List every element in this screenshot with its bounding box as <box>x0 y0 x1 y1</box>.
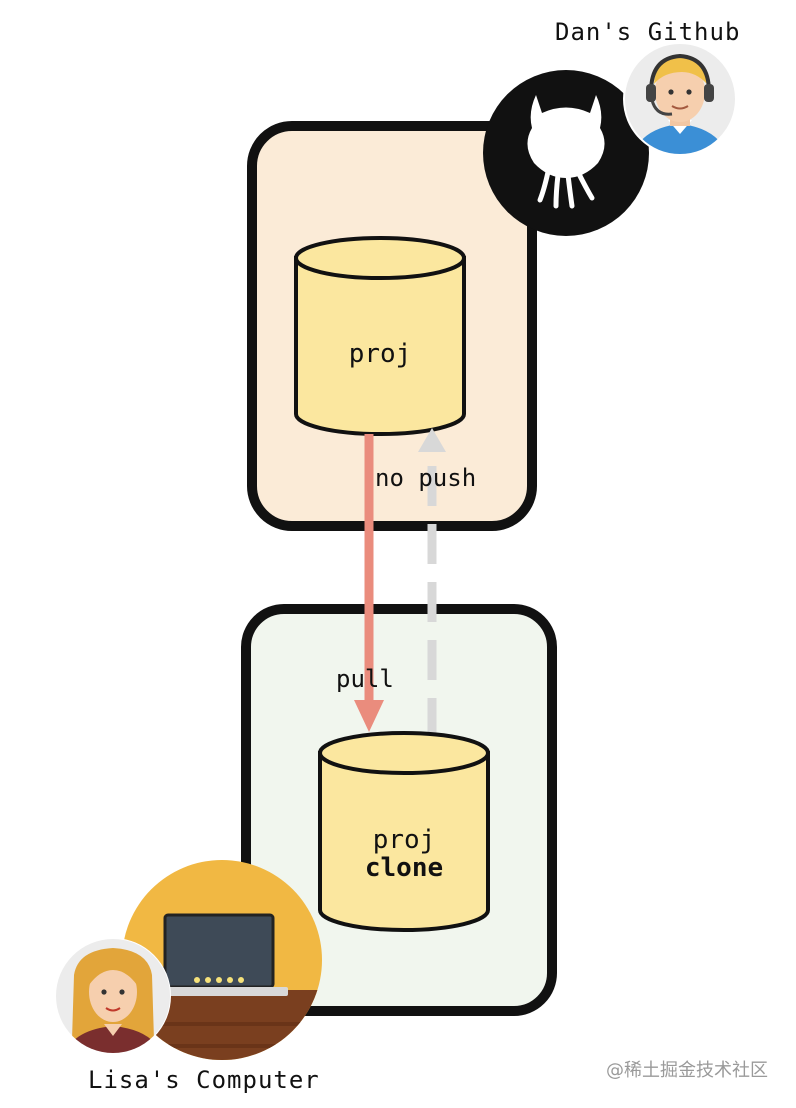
local-repo-sublabel: clone <box>365 853 443 883</box>
push-arrow <box>418 428 446 738</box>
remote-repo-label: proj <box>349 339 412 369</box>
pull-arrow <box>354 434 384 732</box>
dan-avatar <box>623 42 737 156</box>
push-label: no push <box>375 464 476 492</box>
watermark: @稀土掘金技术社区 <box>606 1060 768 1081</box>
github-icon <box>483 70 649 236</box>
pull-label: pull <box>336 665 394 693</box>
remote-owner-label: Dan's Github <box>555 18 741 46</box>
local-repo-cylinder <box>318 731 490 932</box>
remote-repo-cylinder <box>294 236 466 436</box>
local-owner-label: Lisa's Computer <box>88 1066 320 1094</box>
local-repo-label: proj <box>373 825 436 855</box>
